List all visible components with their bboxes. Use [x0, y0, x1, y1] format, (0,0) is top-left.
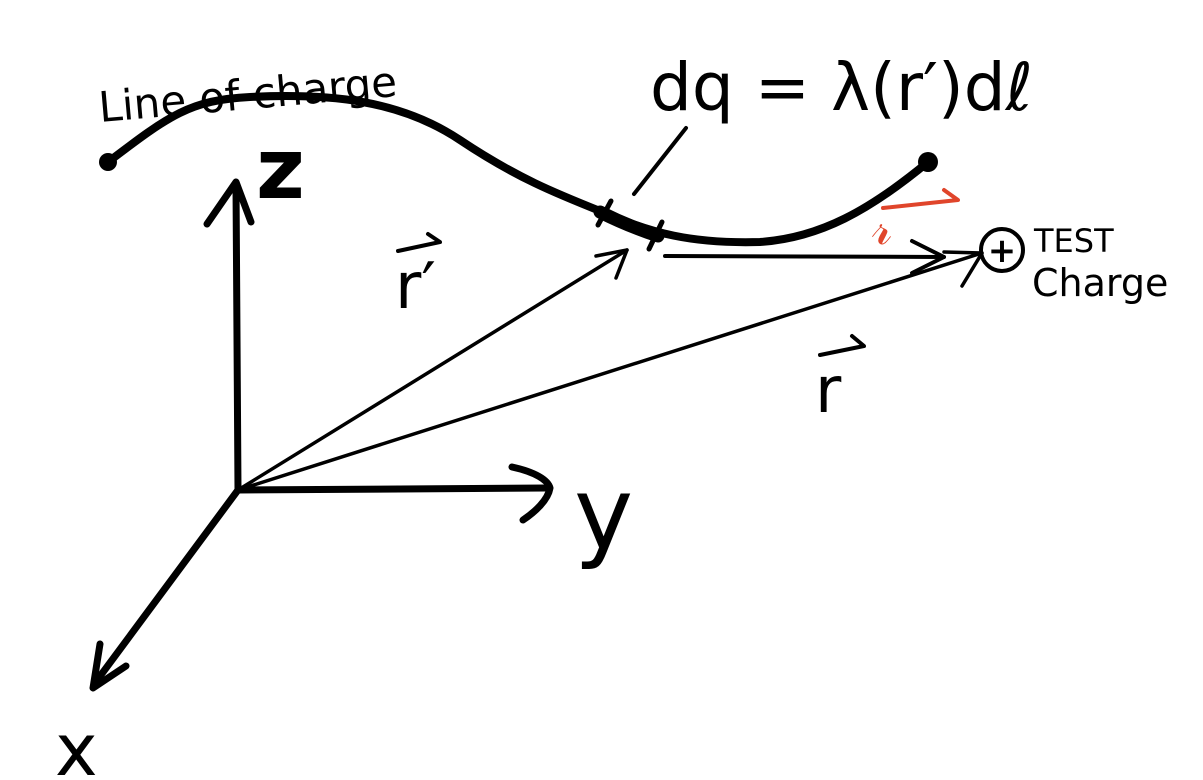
dq-segment — [593, 205, 665, 243]
line-of-charge-label: Line of charge — [97, 57, 399, 132]
line-of-charge-curve — [104, 92, 932, 247]
x-axis-arrowhead — [89, 640, 130, 692]
dq-pointer-line — [632, 126, 688, 196]
vector-r-arrowhead — [942, 250, 984, 288]
vector-r-prime-arrowhead — [594, 248, 629, 280]
test-charge-label-top: TEST — [1033, 222, 1114, 260]
dq-tick-right — [646, 219, 665, 252]
vector-script-r — [663, 254, 946, 259]
r-prime-label: r′ — [395, 250, 436, 324]
z-axis — [232, 181, 242, 494]
y-axis-arrowhead — [508, 463, 554, 524]
dq-tick-left — [595, 198, 614, 228]
test-charge-label-bottom: Charge — [1032, 261, 1168, 305]
dq-formula-label: dq = λ(r′)dℓ — [650, 49, 1033, 126]
test-charge-circle — [979, 227, 1025, 273]
y-axis-label: y — [574, 455, 633, 572]
line-end-endpoint — [918, 152, 938, 172]
vector-script-r-arrowhead — [910, 239, 946, 275]
r-overarrow — [818, 334, 866, 357]
test-charge-plus: + — [988, 231, 1017, 271]
r-label: r — [815, 354, 842, 428]
script-r-label: 𝓇 — [872, 200, 892, 256]
z-axis-arrowhead — [203, 178, 255, 228]
line-start-endpoint — [99, 153, 117, 171]
script-r-overarrow — [881, 188, 960, 210]
vector-r-prime — [236, 248, 629, 492]
y-axis — [234, 484, 550, 494]
x-axis — [91, 486, 242, 687]
z-axis-label: z — [256, 120, 305, 218]
vector-r — [236, 251, 984, 492]
r-prime-overarrow — [396, 232, 442, 253]
x-axis-label: x — [55, 708, 98, 780]
